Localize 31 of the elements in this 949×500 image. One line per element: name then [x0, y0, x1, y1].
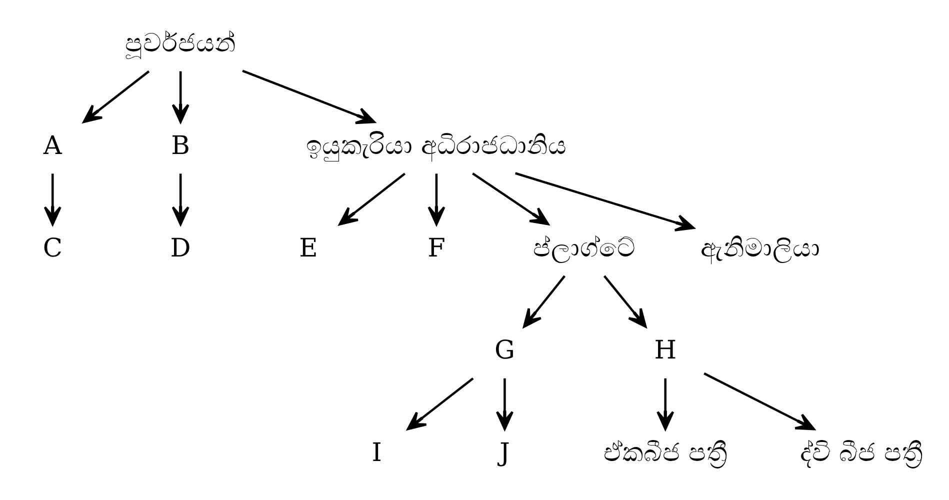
arrow	[523, 275, 566, 328]
arrow	[338, 172, 406, 226]
node-text: පූර්වජයන්	[125, 28, 236, 59]
arrow	[172, 71, 190, 124]
arrow	[428, 174, 446, 226]
node-text: C	[42, 233, 62, 264]
node-text: B	[171, 130, 190, 161]
arrow	[496, 378, 514, 430]
node-text: ප්ලාග්ටේ	[532, 233, 636, 264]
arrow	[656, 378, 674, 430]
node-text: A	[43, 130, 62, 161]
arrow	[242, 70, 376, 124]
node-text: ඉයුකැරියා අධිරාජධානිය	[306, 130, 568, 161]
node-text: D	[170, 233, 191, 264]
node-text: G	[494, 336, 515, 366]
node-text: J	[500, 438, 510, 468]
node-text: ඒකබීජ පත්‍රී	[603, 438, 728, 468]
node-text: ද්වි බීජ පත්‍රී	[800, 438, 924, 468]
node-text: E	[299, 233, 318, 264]
arrow	[472, 172, 550, 226]
arrow	[704, 372, 815, 430]
node-text: H	[654, 336, 677, 366]
arrow	[172, 174, 190, 226]
arrow	[406, 377, 474, 430]
arrow	[603, 275, 647, 328]
arrow	[82, 70, 150, 124]
node-text: I	[372, 438, 382, 468]
arrow	[44, 174, 62, 226]
node-text: F	[428, 233, 446, 264]
arrow	[515, 172, 695, 232]
node-text: ඇනිමාලියා	[700, 233, 821, 264]
